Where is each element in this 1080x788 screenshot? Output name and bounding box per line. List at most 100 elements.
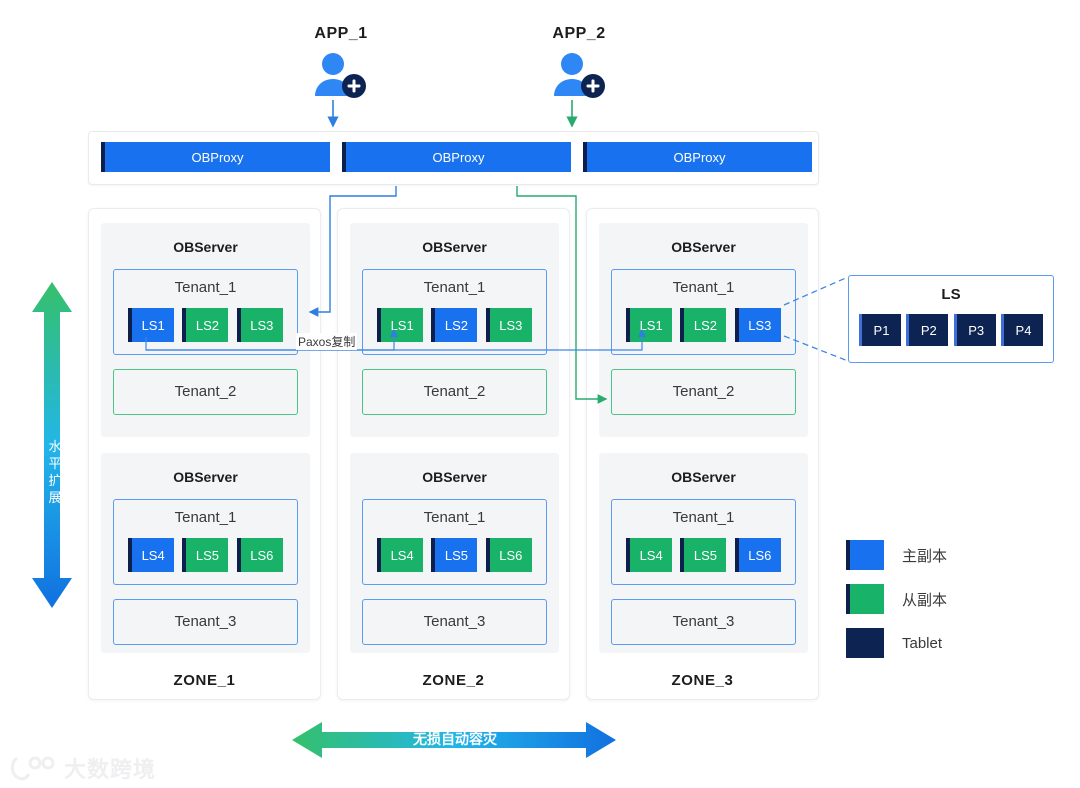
ls-row: LS4 LS5 LS6	[363, 538, 546, 572]
watermark-text: 大数跨境	[64, 757, 157, 782]
ls-box[interactable]: LS1	[626, 308, 673, 342]
tenant-title: Tenant_1	[174, 509, 237, 526]
zone-name: ZONE_1	[173, 672, 236, 689]
tenant-box-primary: Tenant_1 LS4 LS5 LS6	[113, 499, 298, 585]
observer-card: OBServer Tenant_1 LS4 LS5 LS6 Tenant_3	[599, 453, 808, 653]
obproxy-label: OBProxy	[191, 149, 244, 165]
observer-title: OBServer	[173, 469, 238, 485]
obproxy-box-3[interactable]: OBProxy	[583, 142, 812, 172]
tenant-title: Tenant_3	[423, 613, 486, 630]
watermark: 大数跨境	[10, 752, 156, 784]
tenant-box-secondary: Tenant_2	[113, 369, 298, 415]
paxos-label: Paxos复制	[296, 333, 358, 350]
ls-box[interactable]: LS1	[377, 308, 424, 342]
zone-name: ZONE_3	[671, 672, 734, 689]
tenant-box-primary: Tenant_1 LS1 LS2 LS3	[611, 269, 796, 355]
tablet-box[interactable]: P3	[953, 314, 996, 346]
legend-label: Tablet	[902, 634, 943, 652]
tenant-box-secondary: Tenant_3	[113, 599, 298, 645]
ls-box[interactable]: LS4	[128, 538, 175, 572]
tenant-title: Tenant_2	[672, 383, 735, 400]
zone-name: ZONE_2	[422, 672, 485, 689]
legend-swatch-secondary	[846, 584, 884, 614]
legend-swatch-tablet	[846, 628, 884, 658]
ls-box[interactable]: LS5	[431, 538, 478, 572]
ls-box[interactable]: LS2	[680, 308, 727, 342]
ls-row: LS1 LS2 LS3	[363, 308, 546, 342]
ls-box[interactable]: LS6	[236, 538, 283, 572]
zone-card-3: OBServer Tenant_1 LS1 LS2 LS3 Tenant_2 O…	[586, 208, 819, 700]
tenant-title: Tenant_3	[174, 613, 237, 630]
ls-box[interactable]: LS5	[182, 538, 229, 572]
tablet-row: P1 P2 P3 P4	[859, 314, 1043, 346]
zone-card-1: OBServer Tenant_1 LS1 LS2 LS3 Tenant_2 O…	[88, 208, 321, 700]
tenant-title: Tenant_1	[672, 279, 735, 296]
tenant-box-primary: Tenant_1 LS4 LS5 LS6	[362, 499, 547, 585]
legend-row-primary: 主副本	[846, 533, 947, 577]
ls-box[interactable]: LS1	[128, 308, 175, 342]
tenant-title: Tenant_1	[423, 279, 486, 296]
legend: 主副本 从副本 Tablet	[846, 533, 947, 665]
ls-detail-title: LS	[941, 286, 961, 303]
add-user-icon	[550, 52, 606, 98]
ls-box[interactable]: LS3	[734, 308, 781, 342]
ls-row: LS1 LS2 LS3	[114, 308, 297, 342]
observer-title: OBServer	[173, 239, 238, 255]
legend-label: 从副本	[902, 591, 948, 609]
tenant-title: Tenant_1	[174, 279, 237, 296]
tenant-box-primary: Tenant_1 LS1 LS2 LS3	[362, 269, 547, 355]
tenant-box-secondary: Tenant_3	[362, 599, 547, 645]
horizontal-arrow-label: 无损自动容灾	[413, 731, 497, 747]
tablet-box[interactable]: P2	[906, 314, 949, 346]
tenant-box-primary: Tenant_1 LS1 LS2 LS3	[113, 269, 298, 355]
observer-card: OBServer Tenant_1 LS1 LS2 LS3 Tenant_2	[350, 223, 559, 437]
obproxy-box-2[interactable]: OBProxy	[342, 142, 571, 172]
tenant-box-secondary: Tenant_2	[362, 369, 547, 415]
tenant-title: Tenant_2	[423, 383, 486, 400]
add-user-icon	[311, 52, 367, 98]
ls-box[interactable]: LS2	[182, 308, 229, 342]
ls-box[interactable]: LS4	[377, 538, 424, 572]
obproxy-label: OBProxy	[673, 149, 726, 165]
tenant-title: Tenant_3	[672, 613, 735, 630]
app-label-1: APP_1	[314, 25, 368, 42]
obproxy-label: OBProxy	[432, 149, 485, 165]
ls-box[interactable]: LS3	[236, 308, 283, 342]
observer-title: OBServer	[422, 469, 487, 485]
tablet-box[interactable]: P4	[1000, 314, 1043, 346]
legend-row-secondary: 从副本	[846, 577, 947, 621]
ls-box[interactable]: LS5	[680, 538, 727, 572]
ls-box[interactable]: LS2	[431, 308, 478, 342]
tablet-box[interactable]: P1	[859, 314, 901, 346]
vertical-arrow-label: 水平扩展	[48, 439, 62, 505]
observer-card: OBServer Tenant_1 LS4 LS5 LS6 Tenant_3	[350, 453, 559, 653]
observer-title: OBServer	[671, 469, 736, 485]
app-label-2: APP_2	[552, 25, 606, 42]
ls-row: LS4 LS5 LS6	[612, 538, 795, 572]
observer-title: OBServer	[671, 239, 736, 255]
tenant-title: Tenant_1	[672, 509, 735, 526]
tenant-box-secondary: Tenant_2	[611, 369, 796, 415]
legend-label: 主副本	[902, 547, 948, 565]
tenant-title: Tenant_1	[423, 509, 486, 526]
legend-row-tablet: Tablet	[846, 621, 947, 665]
obproxy-strip: OBProxy OBProxy OBProxy	[88, 131, 819, 185]
observer-card: OBServer Tenant_1 LS1 LS2 LS3 Tenant_2	[599, 223, 808, 437]
obproxy-box-1[interactable]: OBProxy	[101, 142, 330, 172]
observer-card: OBServer Tenant_1 LS4 LS5 LS6 Tenant_3	[101, 453, 310, 653]
ls-detail-panel: LS P1 P2 P3 P4	[848, 275, 1054, 363]
ls-box[interactable]: LS6	[485, 538, 532, 572]
legend-swatch-primary	[846, 540, 884, 570]
tenant-title: Tenant_2	[174, 383, 237, 400]
watermark-logo-icon	[10, 756, 55, 781]
ls-row: LS1 LS2 LS3	[612, 308, 795, 342]
observer-title: OBServer	[422, 239, 487, 255]
ls-box[interactable]: LS6	[734, 538, 781, 572]
zone-card-2: OBServer Tenant_1 LS1 LS2 LS3 Tenant_2 O…	[337, 208, 570, 700]
tenant-box-primary: Tenant_1 LS4 LS5 LS6	[611, 499, 796, 585]
observer-card: OBServer Tenant_1 LS1 LS2 LS3 Tenant_2	[101, 223, 310, 437]
ls-box[interactable]: LS3	[485, 308, 532, 342]
tenant-box-secondary: Tenant_3	[611, 599, 796, 645]
ls-box[interactable]: LS4	[626, 538, 673, 572]
